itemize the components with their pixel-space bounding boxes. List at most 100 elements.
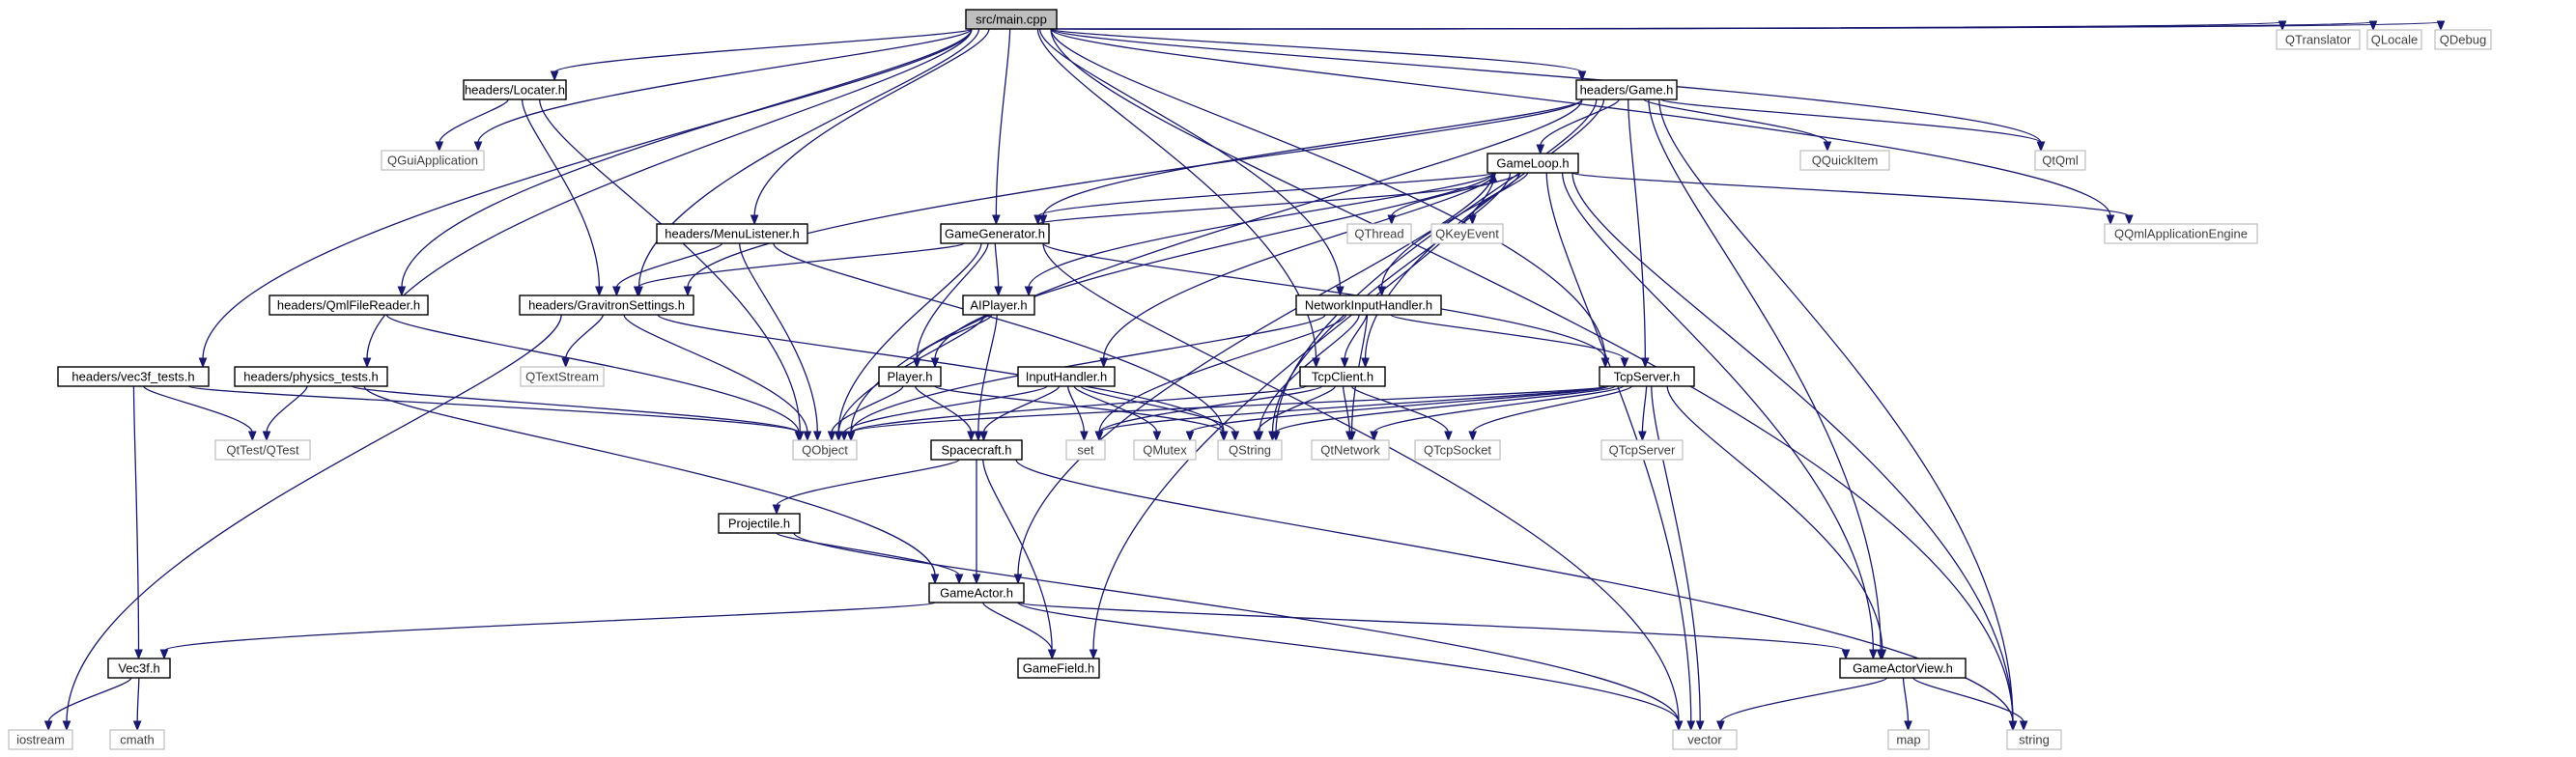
node-QtQml[interactable]: QtQml: [2034, 150, 2086, 171]
node-QMutex[interactable]: QMutex: [1133, 439, 1197, 461]
edge-Locater-to-QObject: [539, 98, 805, 442]
edge-Projectile-to-GameActor: [776, 532, 964, 585]
arrowhead-icon: [1869, 649, 1878, 660]
node-box: [463, 79, 567, 100]
node-vector[interactable]: vector: [1672, 729, 1738, 750]
node-QObject[interactable]: QObject: [792, 439, 858, 461]
node-QTcpSocket[interactable]: QTcpSocket: [1414, 439, 1501, 461]
arrowhead-icon: [159, 649, 169, 660]
node-QmlFileReader[interactable]: headers/QmlFileReader.h: [269, 294, 429, 316]
edge-line: [1648, 98, 1882, 652]
node-GravitronSettings[interactable]: headers/GravitronSettings.h: [519, 294, 694, 316]
node-GameLoop[interactable]: GameLoop.h: [1486, 153, 1579, 174]
node-AIPlayer[interactable]: AIPlayer.h: [962, 294, 1035, 316]
node-Game[interactable]: headers/Game.h: [1575, 79, 1678, 100]
node-box: [962, 294, 1035, 316]
edge-InputHandler-to-Spacecraft: [979, 385, 1061, 442]
node-Locater[interactable]: headers/Locater.h: [463, 79, 567, 100]
edge-GameLoop-to-vector: [1545, 172, 1696, 732]
node-InputHandler[interactable]: InputHandler.h: [1017, 366, 1116, 387]
node-label: Player.h: [888, 370, 933, 384]
node-QtTest[interactable]: QtTest/QTest: [214, 439, 311, 461]
arrowhead-icon: [1600, 357, 1610, 369]
node-TcpServer[interactable]: TcpServer.h: [1599, 366, 1695, 387]
node-QTcpServer[interactable]: QTcpServer: [1600, 439, 1684, 461]
edge-line: [1102, 172, 1497, 360]
node-Spacecraft[interactable]: Spacecraft.h: [930, 439, 1023, 461]
node-vec3f_tests[interactable]: headers/vec3f_tests.h: [57, 366, 210, 387]
node-GameField[interactable]: GameField.h: [1017, 658, 1100, 679]
node-label: QMutex: [1143, 443, 1187, 458]
node-QString[interactable]: QString: [1217, 439, 1283, 461]
edge-line: [401, 28, 973, 289]
edge-line: [1540, 98, 1620, 147]
node-main[interactable]: src/main.cpp: [965, 9, 1058, 30]
edge-line: [831, 385, 904, 434]
edge-line: [163, 602, 936, 652]
node-Player[interactable]: Player.h: [878, 366, 942, 387]
node-box: [2006, 729, 2062, 750]
edge-TcpServer-to-QTcpServer: [1638, 385, 1648, 442]
node-Vec3f[interactable]: Vec3f.h: [107, 658, 171, 679]
node-cmath[interactable]: cmath: [109, 729, 165, 750]
node-QQuickItem[interactable]: QQuickItem: [1799, 150, 1890, 171]
node-QKeyEvent[interactable]: QKeyEvent: [1430, 223, 1504, 244]
node-MenuListener[interactable]: headers/MenuListener.h: [656, 223, 808, 244]
arrowhead-icon: [262, 431, 271, 442]
arrowhead-icon: [930, 574, 940, 585]
node-map[interactable]: map: [1887, 729, 1930, 750]
node-box: [1133, 439, 1197, 461]
node-QDebug[interactable]: QDebug: [2434, 29, 2492, 50]
node-QGuiApplication[interactable]: QGuiApplication: [381, 150, 485, 171]
arrowhead-icon: [839, 431, 849, 442]
edge-line: [1042, 98, 1583, 217]
node-GameActorView[interactable]: GameActorView.h: [1839, 658, 1967, 679]
node-label: Spacecraft.h: [942, 443, 1012, 458]
node-QTextStream[interactable]: QTextStream: [520, 366, 605, 387]
node-box: [1430, 223, 1504, 244]
edge-line: [1098, 385, 1323, 434]
edge-line: [1545, 172, 1692, 723]
node-QThread[interactable]: QThread: [1346, 223, 1412, 244]
edge-line: [439, 98, 509, 144]
node-box: [1299, 366, 1386, 387]
edge-TcpClient-to-QString: [1253, 385, 1336, 442]
node-NetworkInputHandler[interactable]: NetworkInputHandler.h: [1295, 294, 1442, 316]
node-label: Vec3f.h: [118, 661, 159, 676]
arrowhead-icon: [772, 504, 781, 516]
node-TcpClient[interactable]: TcpClient.h: [1299, 366, 1386, 387]
arrowhead-icon: [612, 286, 621, 297]
edge-line: [1660, 98, 2042, 144]
node-box: [234, 366, 388, 387]
node-QtNetwork[interactable]: QtNetwork: [1311, 439, 1390, 461]
node-QTranslator[interactable]: QTranslator: [2276, 29, 2361, 50]
edge-line: [916, 242, 989, 360]
node-QLocale[interactable]: QLocale: [2366, 29, 2422, 50]
edge-line: [1050, 21, 2442, 30]
edge-main-to-NetworkInputHandler: [1038, 28, 1345, 297]
edge-TcpServer-to-set: [1094, 385, 1606, 442]
node-GameActor[interactable]: GameActor.h: [928, 582, 1025, 603]
node-set[interactable]: set: [1065, 439, 1106, 461]
arrowhead-icon: [1361, 357, 1370, 369]
node-iostream[interactable]: iostream: [8, 729, 73, 750]
node-label: headers/MenuListener.h: [665, 227, 799, 241]
arrowhead-icon: [1219, 431, 1229, 442]
node-label: QtTest/QTest: [226, 443, 299, 458]
edge-line: [657, 314, 1225, 434]
node-physics_tests[interactable]: headers/physics_tests.h: [234, 366, 388, 387]
arrowhead-icon: [750, 214, 759, 226]
node-GameGenerator[interactable]: GameGenerator.h: [940, 223, 1050, 244]
arrowhead-icon: [1080, 431, 1089, 442]
node-string[interactable]: string: [2006, 729, 2062, 750]
node-label: QThread: [1354, 227, 1403, 241]
node-Projectile[interactable]: Projectile.h: [718, 513, 801, 534]
edge-vec3f_tests-to-Vec3f: [132, 385, 143, 660]
edge-physics_tests-to-QObject: [351, 385, 804, 442]
arrowhead-icon: [1024, 286, 1033, 297]
edge-line: [1028, 172, 1494, 289]
node-label: TcpClient.h: [1312, 370, 1373, 384]
edge-line: [1098, 314, 1347, 434]
node-QQmlApplicationEngine[interactable]: QQmlApplicationEngine: [2104, 223, 2258, 244]
